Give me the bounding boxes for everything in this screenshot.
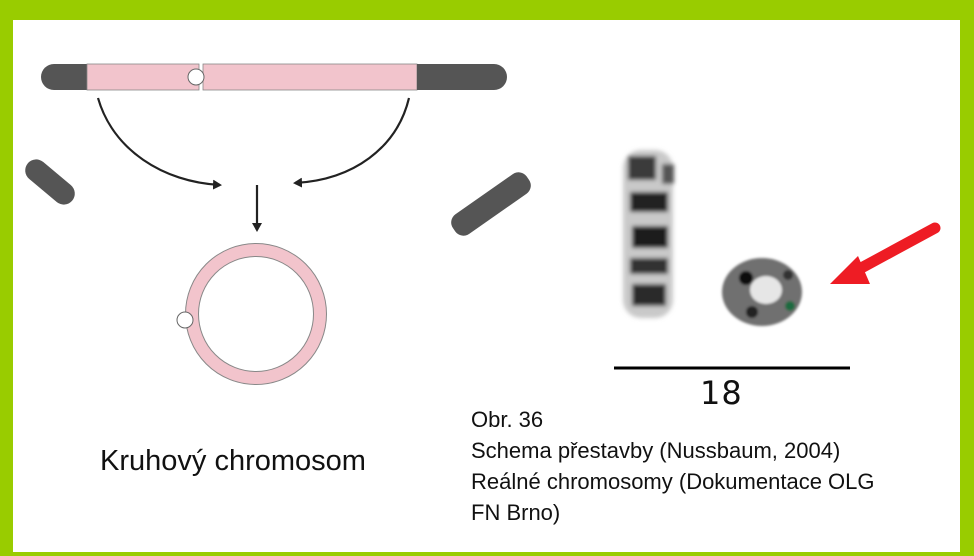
caption-schema-source: Schema přestavby (Nussbaum, 2004) (471, 435, 875, 466)
caption-photo-source-cont: FN Brno) (471, 497, 875, 528)
ring-chromosome (177, 250, 320, 378)
caption-photo-source: Reálné chromosomy (Dokumentace OLG (471, 466, 875, 497)
caption-figure-number: Obr. 36 (471, 404, 875, 435)
red-pointer-arrow (830, 228, 935, 284)
frame-left-bar (0, 0, 13, 556)
ring-centromere (177, 312, 193, 328)
right-arm (203, 64, 417, 90)
left-arm (87, 64, 199, 90)
chromosome-photo (580, 130, 960, 380)
left-fragment (21, 155, 80, 209)
frame-bottom-bar (0, 552, 974, 556)
normal-chromosome-18 (623, 150, 674, 318)
frame-right-bar (960, 0, 974, 556)
ring-chromosome-caption: Kruhový chromosom (100, 445, 366, 478)
right-fragment (447, 168, 534, 239)
ring-formation-diagram (13, 20, 543, 440)
figure-caption: Obr. 36 Schema přestavby (Nussbaum, 2004… (471, 404, 875, 528)
left-curved-arrow (98, 98, 220, 185)
frame-top-bar (0, 0, 974, 20)
ring-chromosome-18 (722, 258, 802, 326)
linear-chromosome (41, 64, 507, 90)
centromere (188, 69, 204, 85)
right-curved-arrow (295, 98, 409, 183)
